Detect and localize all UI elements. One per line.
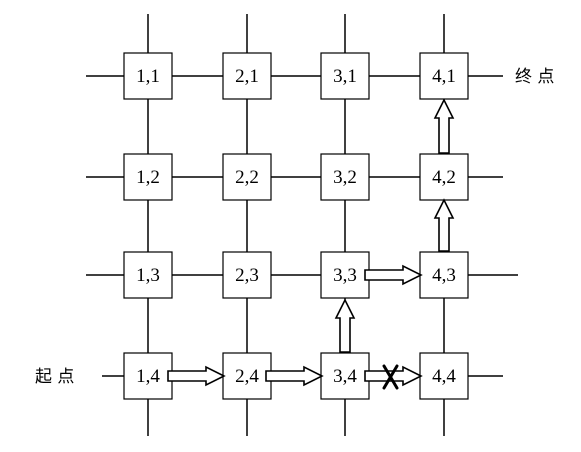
node-box	[320, 52, 370, 100]
node-box	[320, 153, 370, 201]
end-label: 终 点	[515, 67, 554, 87]
arrow-up-icon	[334, 298, 356, 353]
node-box	[320, 251, 370, 299]
node-box	[123, 352, 173, 400]
grid-node: 4,1	[419, 52, 469, 100]
node-label: 2,2	[235, 167, 259, 188]
node-box	[419, 153, 469, 201]
node-label: 3,1	[333, 66, 357, 87]
node-label: 2,1	[235, 66, 259, 87]
arrow-right-icon	[364, 365, 423, 387]
node-box	[320, 352, 370, 400]
node-label: 4,3	[432, 265, 456, 286]
grid-node: 4,4	[419, 352, 469, 400]
grid-node: 2,3	[222, 251, 272, 299]
node-label: 1,2	[136, 167, 160, 188]
blocked-path	[364, 364, 423, 390]
node-box	[419, 352, 469, 400]
node-box	[123, 153, 173, 201]
node-label: 1,3	[136, 265, 160, 286]
node-label: 2,4	[235, 366, 259, 387]
arrow-up-icon	[433, 198, 455, 252]
grid-node: 1,1	[123, 52, 173, 100]
arrow-right-icon	[167, 365, 226, 387]
grid-node: 3,4	[320, 352, 370, 400]
grid-node: 2,2	[222, 153, 272, 201]
grid-node: 1,3	[123, 251, 173, 299]
arrow-right-icon	[364, 264, 423, 286]
node-box	[419, 251, 469, 299]
node-label: 3,2	[333, 167, 357, 188]
arrow-right-icon	[265, 365, 324, 387]
grid-node: 3,2	[320, 153, 370, 201]
node-box	[222, 352, 272, 400]
grid-node: 1,4	[123, 352, 173, 400]
grid-node: 3,3	[320, 251, 370, 299]
node-label: 3,3	[333, 265, 357, 286]
grid-node: 2,1	[222, 52, 272, 100]
grid-node: 1,2	[123, 153, 173, 201]
grid-node: 2,4	[222, 352, 272, 400]
node-box	[222, 251, 272, 299]
node-label: 1,1	[136, 66, 160, 87]
node-box	[222, 52, 272, 100]
path-arrows	[167, 98, 455, 387]
node-label: 2,3	[235, 265, 259, 286]
grid-node: 3,1	[320, 52, 370, 100]
start-label: 起 点	[35, 367, 74, 387]
grid-node: 4,2	[419, 153, 469, 201]
node-box	[222, 153, 272, 201]
node-box	[123, 52, 173, 100]
node-label: 4,4	[432, 366, 456, 387]
node-label: 4,1	[432, 66, 456, 87]
node-label: 4,2	[432, 167, 456, 188]
node-box	[419, 52, 469, 100]
node-label: 3,4	[333, 366, 357, 387]
grid-node: 4,3	[419, 251, 469, 299]
node-label: 1,4	[136, 366, 160, 387]
cross-icon	[382, 364, 399, 390]
node-box	[123, 251, 173, 299]
grid-nodes: 1,1 2,1 3,1 4,1 1,2 2,2 3,2 4,2	[123, 52, 469, 400]
arrow-up-icon	[433, 98, 455, 154]
